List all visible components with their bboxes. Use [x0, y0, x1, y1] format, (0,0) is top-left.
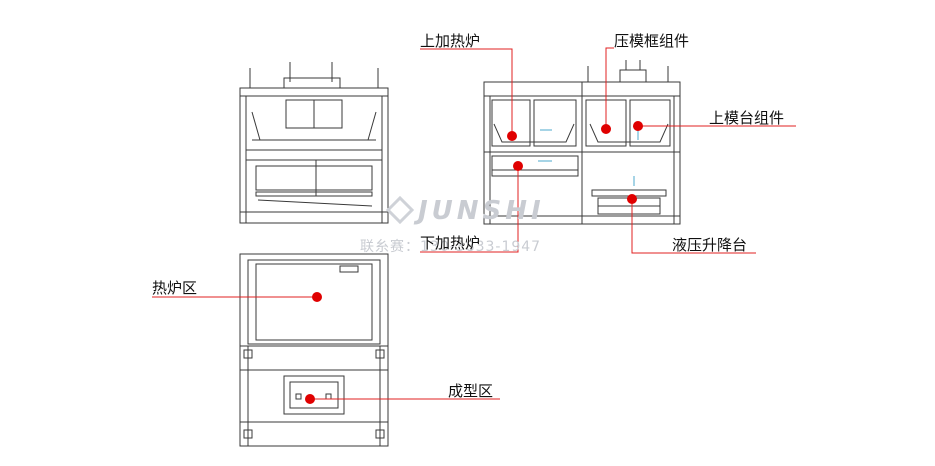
label-heating-zone: 热炉区 — [152, 279, 198, 297]
marker-forming-zone — [305, 394, 315, 404]
marker-upper-mold-table — [633, 121, 643, 131]
marker-lower-heater — [513, 161, 523, 171]
label-forming-zone: 成型区 — [448, 382, 494, 400]
motion-arrows — [538, 129, 639, 186]
marker-hydraulic-lift — [627, 194, 637, 204]
marker-frame-press — [601, 124, 611, 134]
label-frame-press: 压模框组件 — [614, 32, 690, 50]
side-view — [483, 60, 681, 225]
watermark-brand: JUNSHI — [418, 196, 545, 226]
label-hydraulic-lift: 液压升降台 — [672, 236, 748, 254]
watermark-contact: 联糸赛：130-3833-1947 — [360, 239, 542, 255]
front-view — [239, 62, 389, 224]
markers — [305, 121, 643, 404]
label-lower-heater: 下加热炉 — [420, 234, 481, 252]
marker-upper-heater — [507, 131, 517, 141]
watermark-logo-icon — [385, 195, 415, 225]
leader-lines — [152, 47, 796, 400]
label-upper-heater: 上加热炉 — [420, 32, 481, 50]
marker-heating-zone — [312, 292, 322, 302]
plan-view — [239, 253, 389, 447]
label-upper-mold-table: 上模台组件 — [709, 109, 785, 127]
